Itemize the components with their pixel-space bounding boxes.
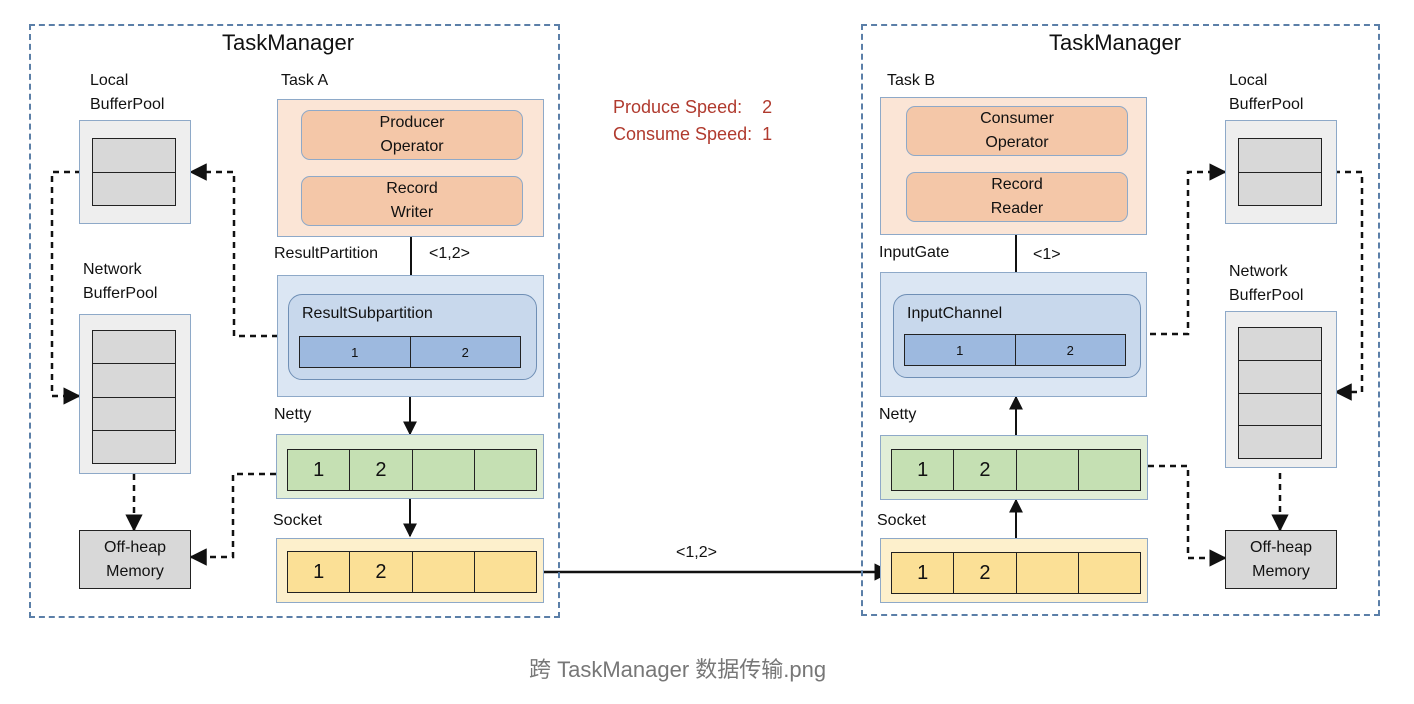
netty-cell <box>473 450 536 490</box>
netty-cell: 2 <box>953 450 1015 490</box>
netty-cell: 1 <box>917 458 929 481</box>
socket-cell <box>411 552 474 592</box>
socket-cell: 1 <box>313 560 325 583</box>
record-writer: Record Writer <box>301 176 523 226</box>
netty-buffers-right: 1 2 <box>891 449 1141 491</box>
consumer-operator: Consumer Operator <box>906 106 1128 156</box>
taskmanager-left <box>29 24 560 618</box>
socket-cell: 2 <box>349 552 411 592</box>
socket-buffers-right: 1 2 <box>891 552 1141 594</box>
gate-record-right: <1> <box>1033 246 1061 263</box>
channel-buffer: 1 <box>956 342 964 358</box>
netty-cell: 1 <box>313 458 325 481</box>
socket-buffers-left: 1 2 <box>287 551 537 593</box>
input-gate-label: InputGate <box>879 244 950 261</box>
local-bufferpool-label-left: Local BufferPool <box>90 72 165 113</box>
task-b-label: Task B <box>887 72 936 89</box>
record-reader: Record Reader <box>906 172 1128 222</box>
socket-cell: 1 <box>917 561 929 584</box>
network-bufferpool-label-left: Network BufferPool <box>83 261 158 302</box>
socket-cell <box>1077 553 1140 593</box>
dash-netty-to-offheap <box>189 472 276 566</box>
result-subpartition-label: ResultSubpartition <box>302 305 433 322</box>
socket-cell: 2 <box>953 553 1015 593</box>
dash-localpool-to-networkpool <box>50 170 92 405</box>
netty-cell <box>411 450 474 490</box>
offheap-memory-left: Off-heap Memory <box>79 530 191 589</box>
taskmanager-right <box>861 24 1380 616</box>
channel-buffer: 2 <box>1014 335 1126 365</box>
socket-cell <box>473 552 536 592</box>
dash-subpartition-to-localpool <box>189 163 278 338</box>
local-bufferpool-buffers-right <box>1238 138 1322 206</box>
netty-buffers-left: 1 2 <box>287 449 537 491</box>
network-bufferpool-label-right: Network BufferPool <box>1229 263 1304 304</box>
subpartition-buffer: 2 <box>409 337 521 367</box>
netty-label-left: Netty <box>274 406 312 423</box>
netty-label-right: Netty <box>879 406 917 423</box>
taskmanager-right-title: TaskManager <box>1049 30 1182 55</box>
dash-localpool-to-networkpool-right <box>1323 170 1364 401</box>
result-subpartition-buffers: 1 2 <box>299 336 521 368</box>
network-bufferpool-buffers-left <box>92 330 176 464</box>
taskmanager-left-title: TaskManager <box>222 30 355 55</box>
input-channel-label: InputChannel <box>907 305 1003 322</box>
netty-cell <box>1077 450 1140 490</box>
netty-cell: 2 <box>349 450 411 490</box>
transfer-record: <1,2> <box>676 544 717 561</box>
input-channel-buffers: 1 2 <box>904 334 1126 366</box>
partition-record-left: <1,2> <box>429 245 470 262</box>
local-bufferpool-buffers-left <box>92 138 176 206</box>
consume-speed: Consume Speed: 1 <box>613 124 773 144</box>
network-bufferpool-buffers-right <box>1238 327 1322 459</box>
local-bufferpool-label-right: Local BufferPool <box>1229 72 1304 113</box>
image-caption: 跨 TaskManager 数据传输.png <box>529 657 827 682</box>
subpartition-buffer: 1 <box>351 344 359 360</box>
task-a-label: Task A <box>281 72 329 89</box>
result-partition-label: ResultPartition <box>274 245 379 262</box>
offheap-memory-right: Off-heap Memory <box>1225 530 1337 589</box>
socket-cell <box>1015 553 1078 593</box>
netty-cell <box>1015 450 1078 490</box>
producer-operator: Producer Operator <box>301 110 523 160</box>
produce-speed: Produce Speed: 2 <box>613 97 773 117</box>
socket-label-left: Socket <box>273 512 322 529</box>
socket-label-right: Socket <box>877 512 926 529</box>
